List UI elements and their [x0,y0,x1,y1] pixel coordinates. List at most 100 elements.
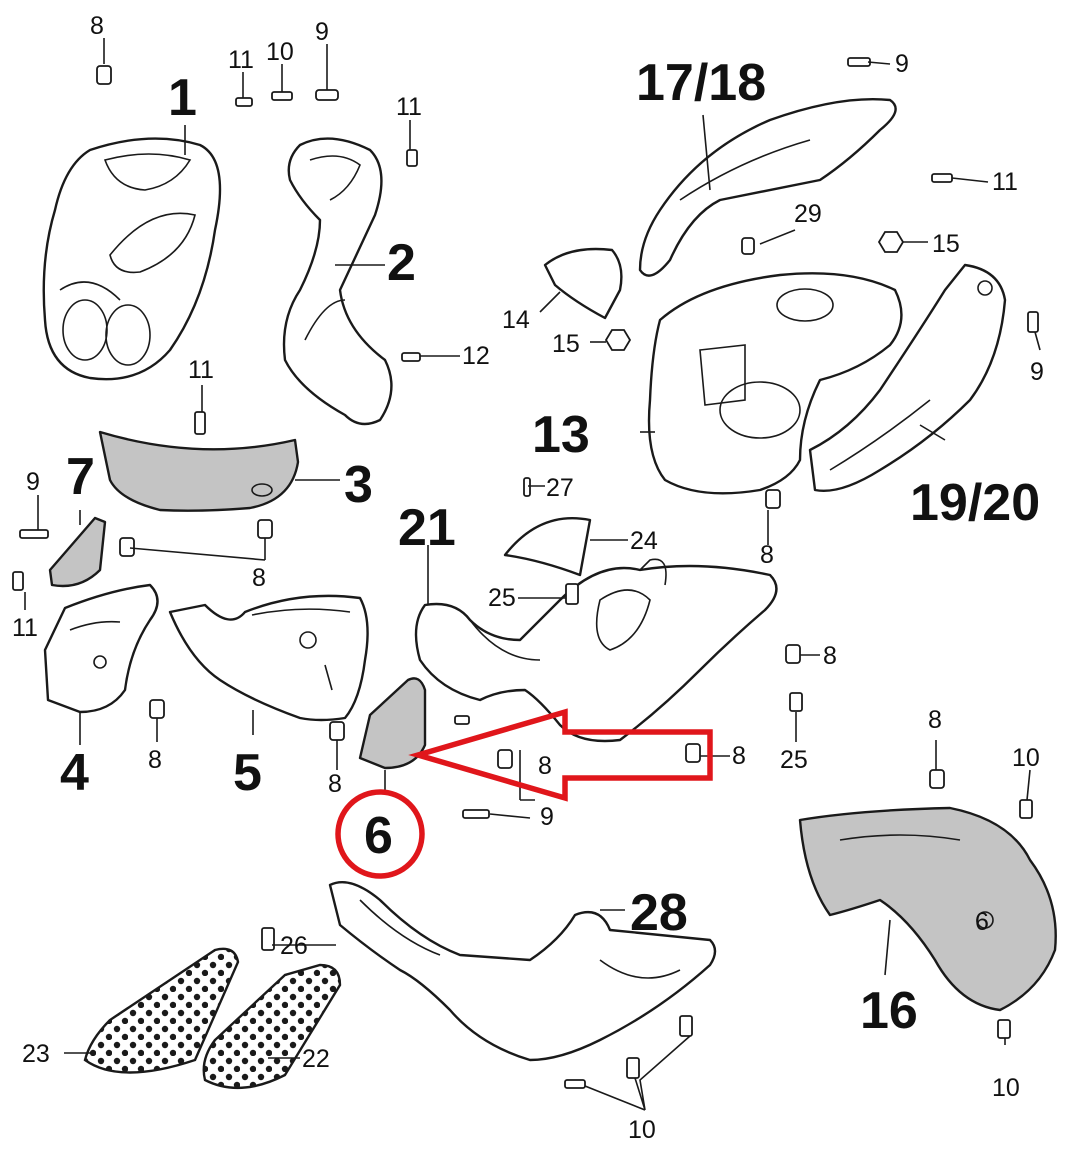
label-24: 24 [630,527,658,555]
label-15: 15 [552,330,580,358]
label-8: 8 [760,541,774,569]
label-28: 28 [630,884,688,942]
part-front-shield [42,137,222,381]
label-3: 3 [344,456,373,514]
label-8: 8 [823,642,837,670]
label-10: 10 [992,1074,1020,1102]
label-14: 14 [502,306,530,334]
label-4: 4 [60,744,89,802]
label-13: 13 [532,406,590,464]
leader-lines [24,38,1041,1111]
clip-icon [257,519,273,539]
label-11: 11 [12,614,38,642]
screw-icon [19,529,49,539]
label-29: 29 [794,200,822,228]
part-rear-upper-cowl [638,97,897,277]
part-14 [543,247,623,320]
label-9: 9 [895,50,909,78]
label-5: 5 [233,744,262,802]
label-17-18: 17/18 [636,54,766,112]
screw-icon [931,173,953,183]
screw-icon [679,1015,693,1037]
screw-icon [847,57,871,67]
screw-icon [454,715,470,725]
label-8: 8 [328,770,342,798]
part-inner-frame [282,137,393,426]
part-left-lower [43,583,159,714]
nut-icon [604,329,632,351]
clip-icon [929,769,945,789]
part-inner-body-frame [414,558,778,743]
clip-icon [96,65,112,85]
label-11: 11 [992,168,1018,196]
clip-icon [685,743,701,763]
label-11: 11 [228,46,254,74]
label-16: 16 [860,982,918,1040]
label-8: 8 [928,706,942,734]
screw-icon [235,97,253,107]
clip-icon [741,237,755,255]
label-2: 2 [387,234,416,292]
label-9: 9 [540,803,554,831]
label-9: 9 [26,468,40,496]
part-left-side-panel [168,594,369,722]
label-25: 25 [780,746,808,774]
highlight-annotation [335,708,713,879]
label-8: 8 [732,742,746,770]
red-arrow-icon [408,708,713,802]
label-8: 8 [538,752,552,780]
screw-icon [626,1057,640,1079]
clip-icon [119,537,135,557]
part-floor-mat-22 [202,963,342,1090]
label-21: 21 [398,499,456,557]
clip-icon [785,644,801,664]
screw-icon [261,927,275,951]
label-27: 27 [546,474,574,502]
part-left-bracket [48,516,107,588]
clip-icon [149,699,165,719]
part-center-cover [98,430,300,512]
label-1: 1 [168,69,197,127]
screw-icon [564,1079,586,1089]
screw-icon [789,692,803,712]
label-22: 22 [302,1045,330,1073]
label-6: 6 [364,807,393,865]
screw-icon [271,91,293,101]
label-7: 7 [66,448,95,506]
part-16-inline-mark: 6 [975,908,989,936]
part-floor-frame [328,880,717,1062]
label-9: 9 [1030,358,1044,386]
label-12: 12 [462,342,490,370]
screw-icon [1019,799,1033,819]
label-8: 8 [148,746,162,774]
clip-icon [765,489,781,509]
red-circle-icon [335,789,425,879]
part-rear-side-cowl [808,263,1007,492]
screw-icon [12,571,24,591]
part-rear-fender [798,806,1057,1012]
part-floor-mat-23 [83,947,240,1074]
screw-icon [565,583,579,605]
label-26: 26 [280,932,308,960]
screw-icon [997,1019,1011,1039]
fasteners [12,57,1039,1089]
label-10: 10 [1012,744,1040,772]
screw-icon [462,809,490,819]
label-8: 8 [252,564,266,592]
label-15: 15 [932,230,960,258]
screw-icon [406,149,418,167]
label-9: 9 [315,18,329,46]
label-10: 10 [628,1116,656,1144]
nut-icon [877,231,905,253]
label-23: 23 [22,1040,50,1068]
part-6-bracket [358,677,427,770]
label-25: 25 [488,584,516,612]
screw-icon [315,89,339,101]
screw-icon [523,477,531,497]
label-11: 11 [188,356,214,384]
label-19-20: 19/20 [910,474,1040,532]
part-24 [503,516,592,577]
screw-icon [1027,311,1039,333]
